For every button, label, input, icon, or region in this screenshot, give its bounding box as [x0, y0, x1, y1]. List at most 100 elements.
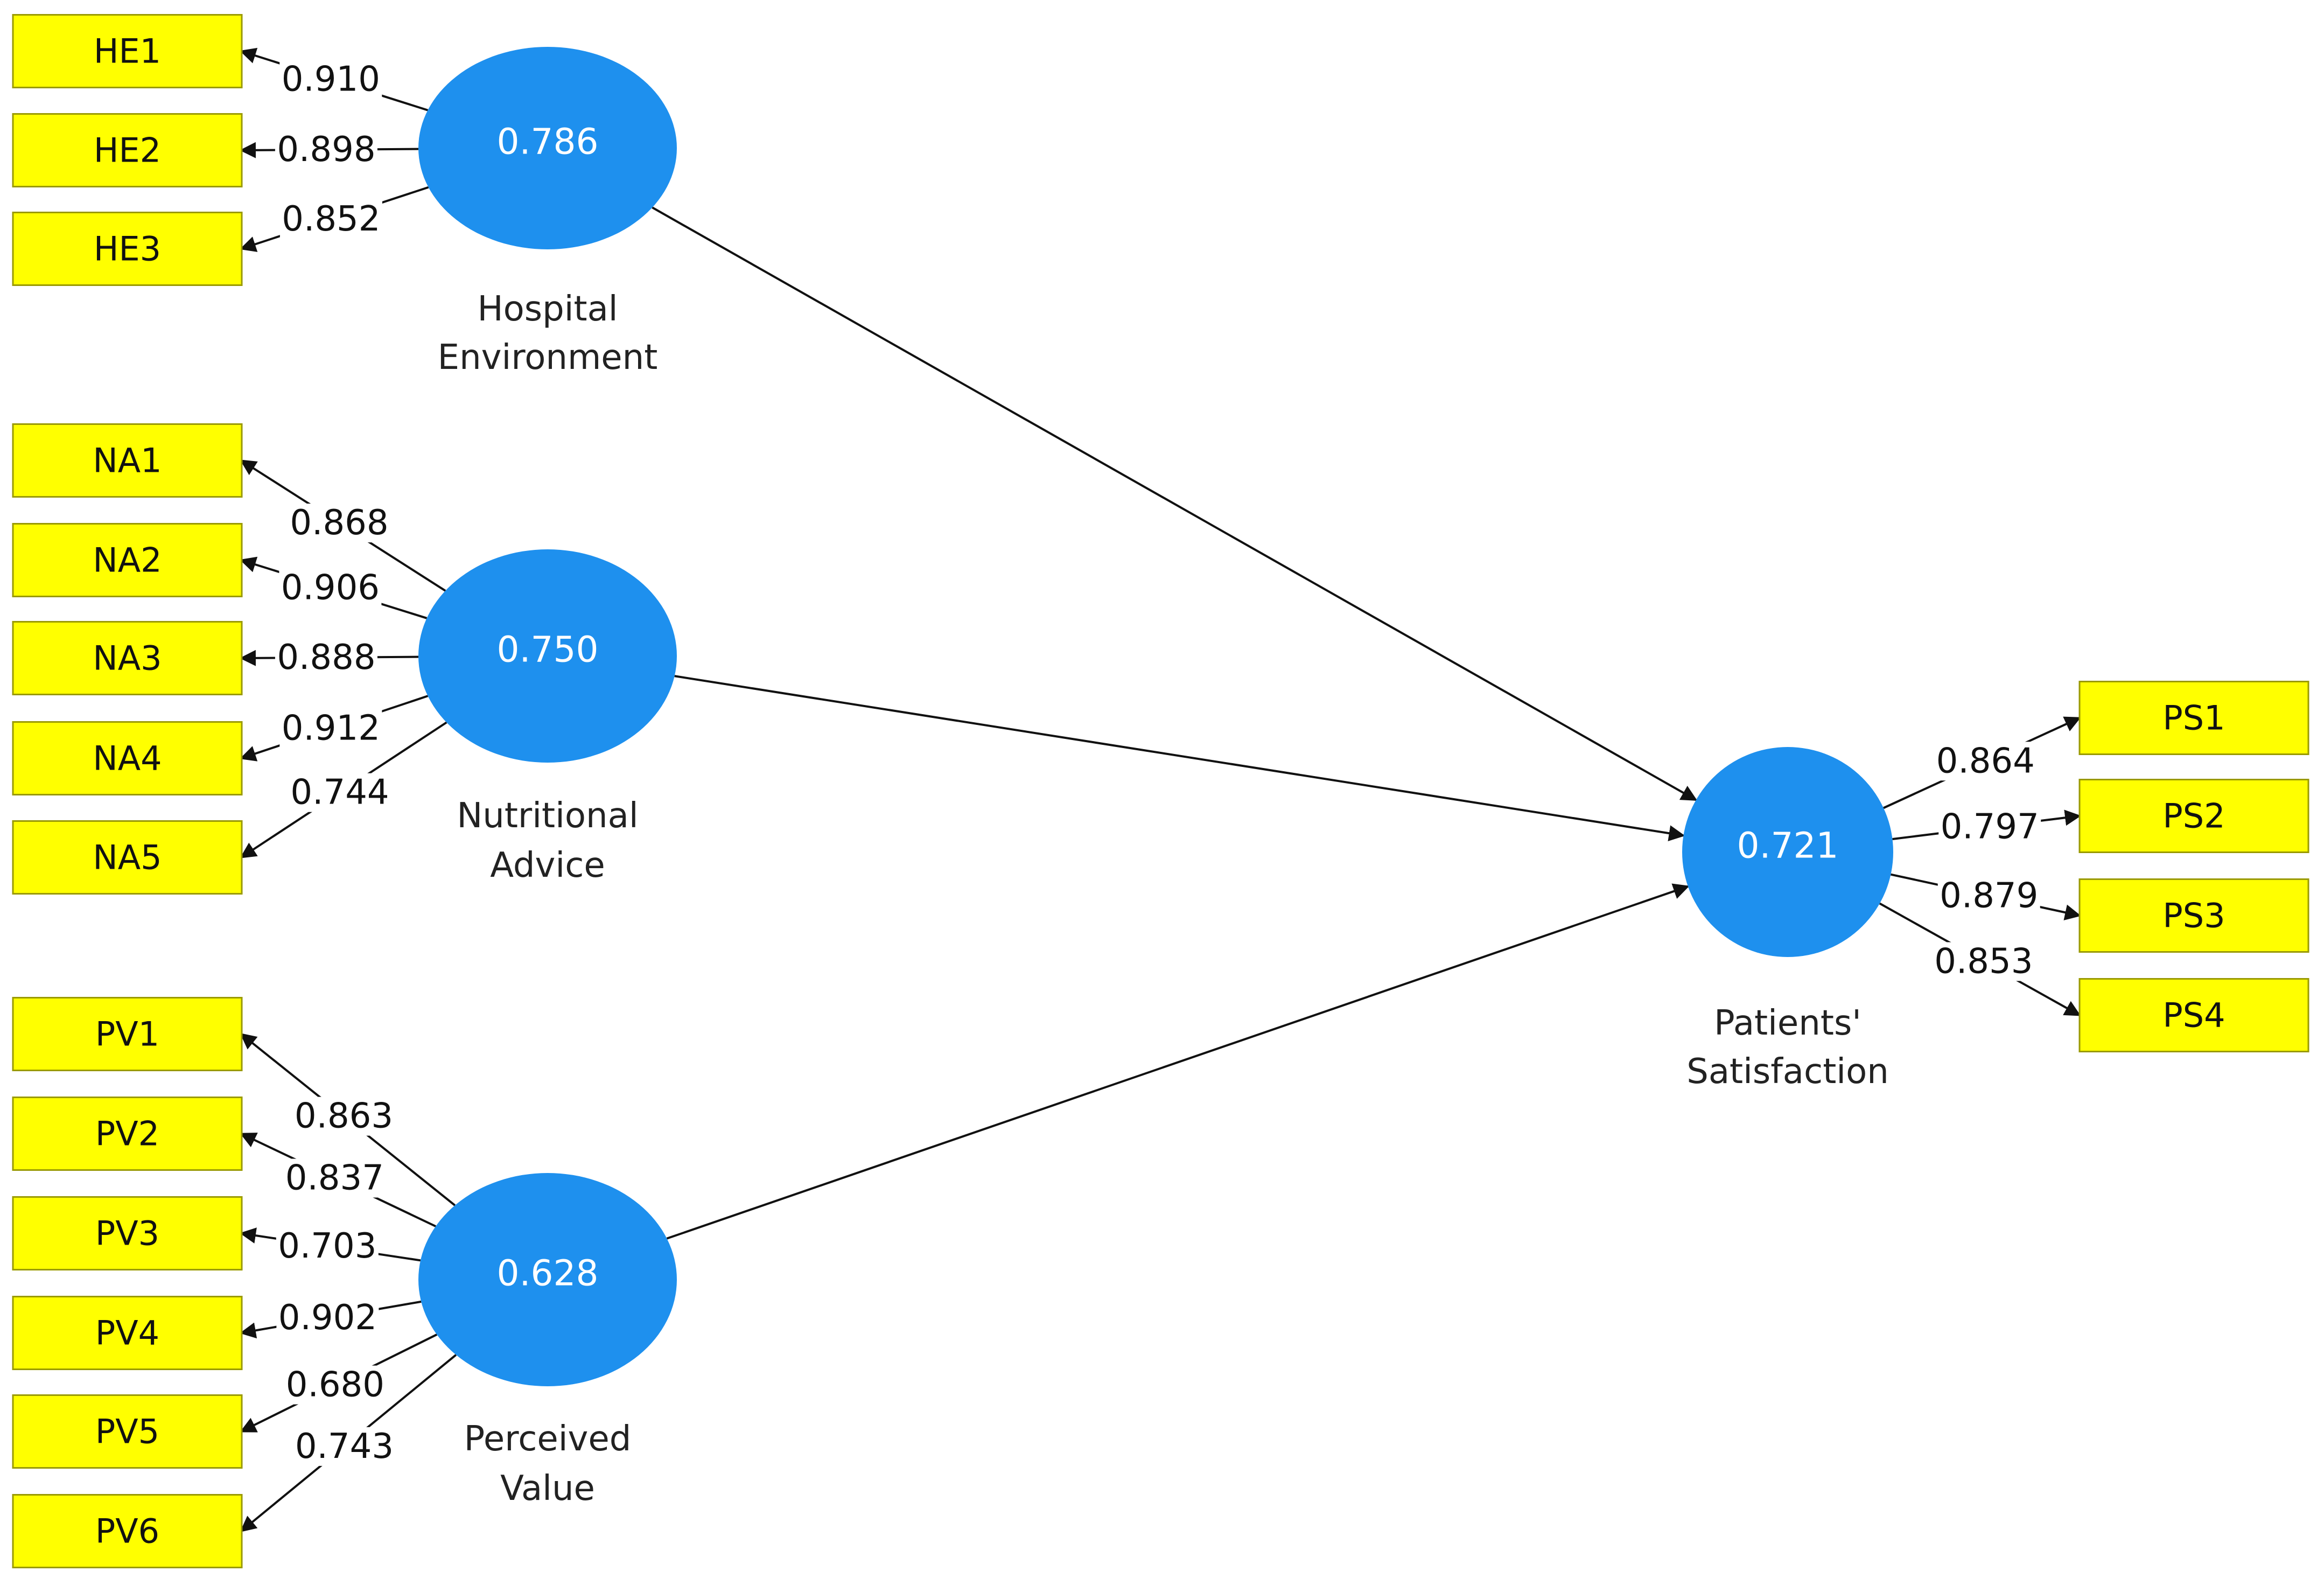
- indicator-pv1[interactable]: PV1: [12, 997, 243, 1071]
- loading-value-na2: 0.906: [281, 568, 380, 608]
- latent-r-squared: 0.750: [497, 629, 599, 671]
- loading-value-ps3: 0.879: [1940, 876, 2038, 916]
- indicator-box: [2078, 779, 2309, 853]
- indicator-pv3[interactable]: PV3: [12, 1196, 243, 1270]
- indicator-ps2[interactable]: PS2: [2078, 779, 2309, 853]
- indicator-label: PV5: [95, 1412, 159, 1451]
- indicator-na5[interactable]: NA5: [12, 820, 243, 895]
- loading-label-bg: [1938, 807, 2041, 847]
- loading-value-pv3: 0.703: [278, 1226, 376, 1266]
- latent-circle: [1682, 747, 1893, 957]
- latent-circle: [418, 47, 677, 249]
- latent-name-line: Advice: [490, 846, 605, 885]
- indicator-label: PV4: [95, 1314, 159, 1353]
- loading-label-bg: [276, 1227, 379, 1266]
- latent-circle: [418, 549, 677, 763]
- loading-label-bg: [279, 709, 382, 748]
- indicator-he3[interactable]: HE3: [12, 212, 243, 286]
- loading-value-pv1: 0.863: [295, 1097, 393, 1136]
- indicator-pv4[interactable]: PV4: [12, 1296, 243, 1370]
- indicator-box: [12, 621, 243, 695]
- loading-value-na1: 0.868: [290, 503, 388, 543]
- indicator-label: NA4: [93, 739, 162, 778]
- indicator-he1[interactable]: HE1: [12, 14, 243, 88]
- latent-name-line: Patients': [1714, 1003, 1861, 1043]
- indicator-label: PV1: [95, 1015, 159, 1054]
- indicator-box: [2078, 978, 2309, 1052]
- indicator-ps3[interactable]: PS3: [2078, 878, 2309, 953]
- indicator-label: PS4: [2162, 996, 2225, 1035]
- loading-label-bg: [292, 1097, 395, 1136]
- indicator-ps1[interactable]: PS1: [2078, 681, 2309, 755]
- path-arrow-he-to-ps: [652, 206, 1698, 801]
- indicator-box: [12, 423, 243, 498]
- indicator-pv5[interactable]: PV5: [12, 1394, 243, 1469]
- indicator-pv6[interactable]: PV6: [12, 1494, 243, 1568]
- indicator-box: [12, 1394, 243, 1469]
- indicator-pv2[interactable]: PV2: [12, 1097, 243, 1171]
- loading-value-pv4: 0.902: [278, 1298, 377, 1338]
- indicator-box: [12, 1296, 243, 1370]
- indicator-box: [12, 113, 243, 187]
- latent-name-line: Environment: [438, 338, 658, 378]
- latent-r-squared: 0.628: [497, 1253, 599, 1294]
- loading-label-bg: [279, 60, 382, 99]
- indicator-he2[interactable]: HE2: [12, 113, 243, 187]
- latent-name-line: Value: [500, 1469, 595, 1509]
- indicator-label: HE2: [94, 131, 161, 170]
- loading-label-bg: [276, 1298, 379, 1338]
- loading-label-bg: [284, 1365, 387, 1405]
- indicator-label: NA2: [93, 541, 162, 580]
- loading-value-pv5: 0.680: [286, 1365, 384, 1405]
- latent-name-line: Nutritional: [457, 796, 638, 836]
- indicator-label: NA3: [93, 639, 162, 678]
- loading-label-bg: [279, 200, 382, 239]
- indicator-label: PS2: [2162, 797, 2225, 836]
- loading-value-he3: 0.852: [282, 199, 380, 239]
- indicator-ps4[interactable]: PS4: [2078, 978, 2309, 1052]
- loading-label-bg: [275, 638, 377, 677]
- loading-label-bg: [289, 773, 391, 812]
- indicator-label: NA1: [93, 441, 162, 480]
- loading-value-ps1: 0.864: [1936, 741, 2035, 781]
- indicator-na1[interactable]: NA1: [12, 423, 243, 498]
- loading-label-bg: [1937, 876, 2040, 916]
- indicator-na2[interactable]: NA2: [12, 523, 243, 597]
- indicator-label: PV3: [95, 1214, 159, 1253]
- indicator-na3[interactable]: NA3: [12, 621, 243, 695]
- indicator-label: PV6: [95, 1512, 159, 1551]
- indicator-label: NA5: [93, 838, 162, 877]
- indicator-label: PS1: [2162, 699, 2225, 738]
- latent-circle: [418, 1173, 677, 1386]
- latent-name-line: Satisfaction: [1686, 1052, 1889, 1092]
- loading-label-bg: [279, 568, 382, 608]
- loading-value-na3: 0.888: [277, 638, 375, 678]
- loading-value-na4: 0.912: [282, 708, 380, 748]
- indicator-na4[interactable]: NA4: [12, 721, 243, 795]
- loading-label-bg: [275, 130, 377, 169]
- loading-value-na5: 0.744: [290, 773, 389, 813]
- indicator-box: [12, 1494, 243, 1568]
- indicator-box: [12, 212, 243, 286]
- latent-name-line: Hospital: [477, 289, 618, 329]
- indicator-box: [12, 820, 243, 895]
- loading-value-he1: 0.910: [282, 60, 380, 100]
- latent-r-squared: 0.721: [1737, 825, 1839, 867]
- indicator-box: [12, 523, 243, 597]
- indicator-label: HE3: [94, 229, 161, 269]
- indicator-label: HE1: [94, 32, 161, 71]
- indicator-box: [12, 721, 243, 795]
- indicator-box: [2078, 878, 2309, 953]
- indicator-label: PV2: [95, 1114, 159, 1154]
- loading-value-pv6: 0.743: [295, 1427, 394, 1467]
- loading-label-bg: [293, 1427, 396, 1466]
- indicator-box: [12, 1196, 243, 1270]
- loading-value-pv2: 0.837: [285, 1158, 384, 1198]
- loading-value-ps4: 0.853: [1934, 941, 2033, 981]
